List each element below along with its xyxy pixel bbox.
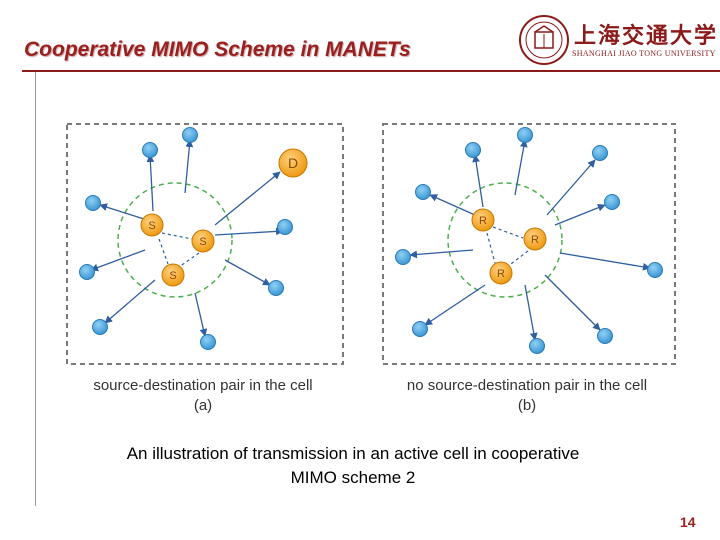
relay-node-label: R [497,268,505,280]
page-number: 14 [680,514,696,530]
source-node [191,229,215,253]
university-logo: 上海交通大学 SHANGHAI JIAO TONG UNIVERSITY [518,12,716,72]
cell-b-range [447,182,563,298]
panel-a: D S S S source-destination pair in the c… [66,123,344,414]
slide-title: Cooperative MIMO Scheme in MANETs [24,38,411,61]
relay-node [523,227,547,251]
source-node-label: S [169,270,176,282]
panel-b-sub: (b) [518,397,536,414]
panel-a-label: source-destination pair in the cell [93,377,312,394]
panel-b: R R R no source-destination pair in the … [382,123,676,414]
cell-a-range [117,182,233,298]
cell-a-border [66,123,344,365]
relay-node-label: R [479,215,487,227]
source-node-label: S [199,236,206,248]
source-node [140,213,164,237]
cell-b-border [382,123,676,365]
left-rule [35,72,36,506]
destination-node [278,148,308,178]
panel-b-label: no source-destination pair in the cell [407,377,647,394]
relay-node [489,261,513,285]
caption-line-2: MIMO scheme 2 [290,468,416,487]
source-node-label: S [148,220,155,232]
logo-chinese-name: 上海交通大学 [574,23,719,49]
destination-node-label: D [288,155,298,171]
seal-icon [519,15,569,65]
caption-line-1: An illustration of transmission in an ac… [126,444,580,463]
figure-caption: An illustration of transmission in an ac… [38,442,668,490]
source-node [161,263,185,287]
logo-english-name: SHANGHAI JIAO TONG UNIVERSITY [572,49,716,58]
relay-node-label: R [531,234,539,246]
title-rule [22,70,720,72]
relay-node [471,208,495,232]
panel-a-sub: (a) [194,397,212,414]
mimo-diagram: D S S S source-destination pair in the c… [66,123,676,414]
